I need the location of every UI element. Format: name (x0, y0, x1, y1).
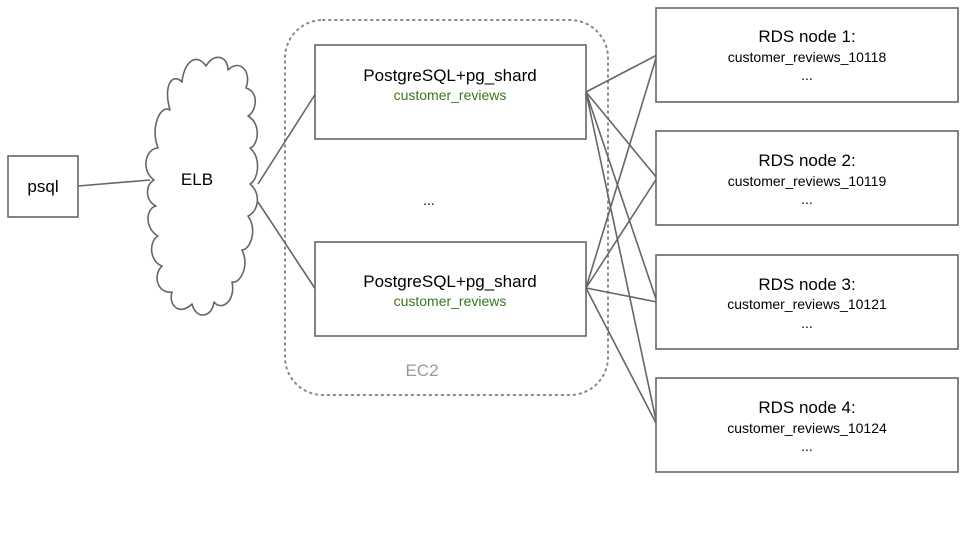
rds-node-shard: customer_reviews_10119 (728, 173, 887, 189)
edge-coordinator-1-rds-2 (585, 91, 658, 179)
edge-coordinator-2-rds-3 (585, 287, 658, 303)
edge-psql-elb (77, 179, 151, 187)
coordinator-node-1: PostgreSQL+pg_shard customer_reviews (314, 44, 587, 140)
rds-node-box (655, 377, 959, 473)
edge-coordinator-1-rds-4 (585, 91, 658, 426)
coordinator-box (314, 241, 587, 337)
rds-node-shard: customer_reviews_10124 (727, 420, 887, 436)
elb-load-balancer: ELB (145, 56, 259, 316)
edge-coordinator-2-rds-1 (585, 54, 658, 289)
rds-node-more: ... (801, 315, 813, 331)
rds-node-1: RDS node 1: customer_reviews_10118 ... (655, 7, 959, 103)
ec2-region-label: EC2 (405, 361, 438, 380)
rds-node-2: RDS node 2: customer_reviews_10119 ... (655, 130, 959, 226)
psql-box (7, 155, 79, 218)
coordinator-ellipsis: ... (423, 192, 435, 208)
ec2-region-border (284, 19, 609, 396)
coordinator-title: PostgreSQL+pg_shard (363, 66, 536, 85)
rds-node-box (655, 130, 959, 226)
rds-node-more: ... (801, 438, 813, 454)
coordinator-table: customer_reviews (394, 293, 507, 309)
edge-coordinator-1-rds-1 (585, 54, 658, 93)
edge-elb-coordinator-2 (257, 201, 317, 291)
rds-node-box (655, 7, 959, 103)
connections (77, 54, 658, 426)
coordinator-table: customer_reviews (394, 87, 507, 103)
coordinator-title: PostgreSQL+pg_shard (363, 272, 536, 291)
rds-node-title: RDS node 4: (758, 398, 855, 417)
psql-client: psql (7, 155, 79, 218)
edge-elb-coordinator-1 (257, 92, 317, 185)
rds-node-more: ... (801, 191, 813, 207)
rds-node-shard: customer_reviews_10121 (727, 296, 887, 312)
cloud-icon (145, 56, 259, 316)
edge-coordinator-2-rds-4 (585, 287, 658, 426)
elb-label: ELB (181, 170, 213, 189)
psql-label: psql (27, 177, 58, 196)
rds-node-4: RDS node 4: customer_reviews_10124 ... (655, 377, 959, 473)
rds-node-title: RDS node 3: (758, 275, 855, 294)
coordinator-box (314, 44, 587, 140)
edge-coordinator-2-rds-2 (585, 177, 658, 289)
rds-node-more: ... (801, 67, 813, 83)
rds-node-3: RDS node 3: customer_reviews_10121 ... (655, 254, 959, 350)
rds-node-title: RDS node 2: (758, 151, 855, 170)
rds-node-box (655, 254, 959, 350)
coordinator-node-2: PostgreSQL+pg_shard customer_reviews (314, 241, 587, 337)
rds-node-shard: customer_reviews_10118 (728, 49, 887, 65)
rds-node-title: RDS node 1: (758, 27, 855, 46)
edge-coordinator-1-rds-3 (585, 91, 658, 303)
